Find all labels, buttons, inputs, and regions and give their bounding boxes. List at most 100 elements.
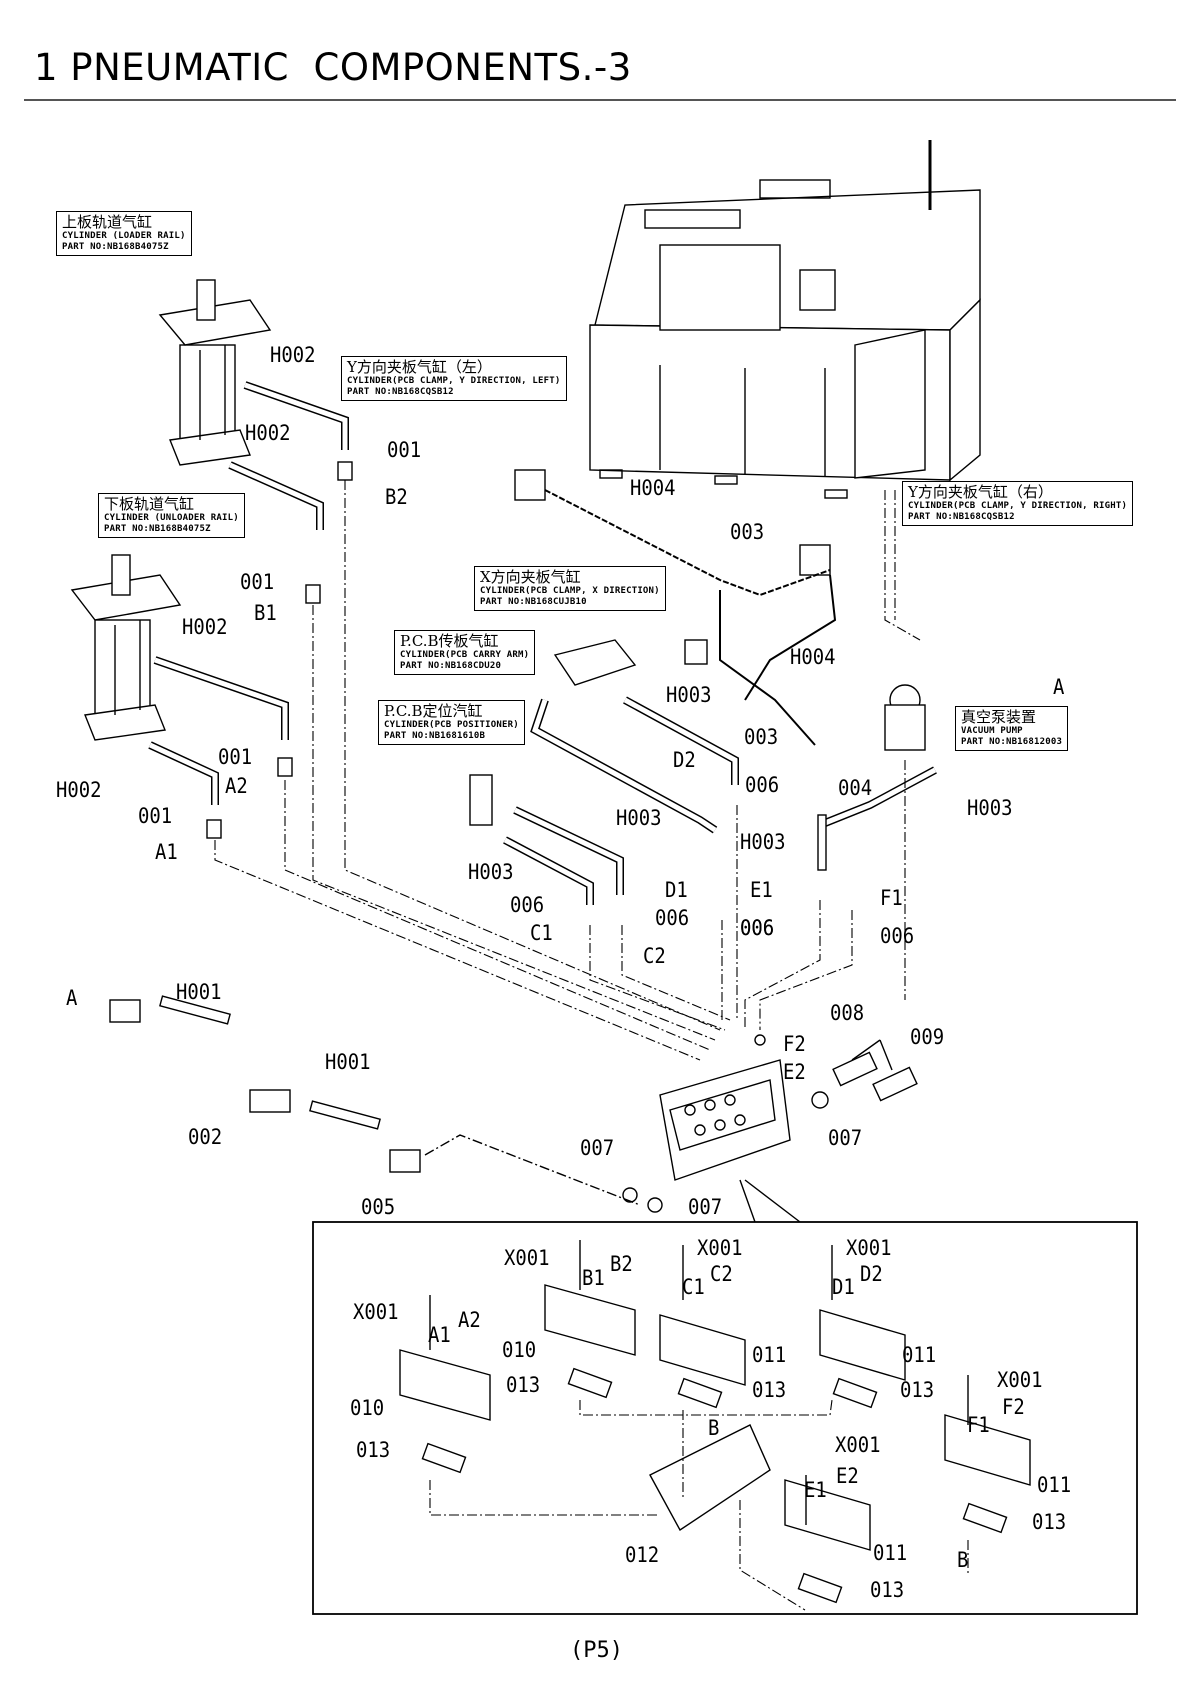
callout-english-name: CYLINDER(PCB POSITIONER) (384, 720, 519, 731)
callout-unloader-rail-cylinder: 下板轨道气缸 CYLINDER (UNLOADER RAIL) PART NO:… (98, 493, 245, 538)
callout-part-number: PART NO:NB168CUJB10 (480, 596, 587, 607)
part-label: B (708, 1416, 720, 1440)
callout-chinese-name: Y方向夹板气缸（左） (347, 358, 492, 376)
part-label: F2 (783, 1032, 806, 1056)
part-label: 006 (745, 773, 780, 797)
part-label: F1 (880, 886, 903, 910)
part-label: A2 (225, 774, 248, 798)
part-label: 005 (361, 1195, 396, 1219)
part-label: 001 (387, 438, 422, 462)
part-label: A (1053, 675, 1065, 699)
part-label: 013 (506, 1373, 541, 1397)
part-label: H004 (790, 645, 836, 669)
part-label: 004 (838, 776, 873, 800)
part-label: A (66, 986, 78, 1010)
part-label: 011 (1037, 1473, 1072, 1497)
callout-vacuum-pump: 真空泵装置 VACUUM PUMP PART NO:NB16812003 (955, 706, 1069, 751)
part-label: C2 (643, 944, 666, 968)
part-label: 006 (880, 924, 915, 948)
callout-part-number: PART NO:NB168CQSB12 (347, 386, 454, 397)
part-label: A1 (155, 840, 178, 864)
callout-chinese-name: 上板轨道气缸 (62, 213, 153, 231)
callout-chinese-name: X方向夹板气缸 (480, 568, 581, 586)
callout-part-number: PART NO:NB16812003 (961, 736, 1063, 747)
part-label: D2 (860, 1262, 883, 1286)
part-label: H003 (468, 860, 514, 884)
part-label: X001 (697, 1236, 743, 1260)
part-label: 003 (730, 520, 765, 544)
loader-rail-cylinder (158, 279, 272, 466)
part-label: 007 (828, 1126, 863, 1150)
part-label: 006 (510, 893, 545, 917)
part-label: D2 (673, 748, 696, 772)
part-label: E1 (750, 878, 773, 902)
callout-loader-rail-cylinder: 上板轨道气缸 CYLINDER (LOADER RAIL) PART NO:NB… (56, 211, 192, 256)
page-number: (P5) (570, 1638, 623, 1663)
machine-drawing (589, 140, 981, 499)
part-label: X001 (504, 1246, 550, 1270)
part-label: H002 (56, 778, 102, 802)
callout-chinese-name: 真空泵装置 (961, 708, 1037, 726)
part-label: 010 (502, 1338, 537, 1362)
part-label: 013 (870, 1578, 905, 1602)
part-label: H003 (616, 806, 662, 830)
part-label: 006 (740, 916, 775, 940)
part-label: D1 (832, 1275, 855, 1299)
part-label: B (957, 1548, 969, 1572)
part-label: X001 (846, 1236, 892, 1260)
part-label: 011 (873, 1541, 908, 1565)
callout-clamp-y-right: Y方向夹板气缸（右） CYLINDER(PCB CLAMP, Y DIRECTI… (902, 481, 1134, 526)
part-label: 012 (625, 1543, 660, 1567)
part-label: E1 (804, 1478, 827, 1502)
callout-english-name: VACUUM PUMP (961, 726, 1023, 737)
part-label: B1 (254, 601, 277, 625)
part-label: 011 (752, 1343, 787, 1367)
part-label: X001 (997, 1368, 1043, 1392)
fittings-001 (206, 461, 353, 839)
callout-english-name: CYLINDER(PCB CLAMP, X DIRECTION) (480, 586, 660, 597)
callout-english-name: CYLINDER (UNLOADER RAIL) (104, 513, 239, 524)
part-label: 003 (744, 725, 779, 749)
part-label: H003 (740, 830, 786, 854)
callout-english-name: CYLINDER(PCB CLAMP, Y DIRECTION, RIGHT) (908, 501, 1128, 512)
part-label: 009 (910, 1025, 945, 1049)
part-label: H003 (666, 683, 712, 707)
callout-part-number: PART NO:NB168B4075Z (104, 523, 211, 534)
supply-line (109, 995, 641, 1206)
part-label: 001 (138, 804, 173, 828)
part-label: A1 (428, 1323, 451, 1347)
part-label: A2 (458, 1308, 481, 1332)
unloader-rail-cylinder (70, 554, 182, 741)
callout-chinese-name: P.C.B定位汽缸 (384, 702, 483, 720)
part-label: 011 (902, 1343, 937, 1367)
part-label: F1 (967, 1413, 990, 1437)
callout-clamp-x: X方向夹板气缸 CYLINDER(PCB CLAMP, X DIRECTION)… (474, 566, 666, 611)
tube-h002 (148, 381, 349, 805)
part-label: B1 (582, 1266, 605, 1290)
title-divider (24, 99, 1176, 101)
callout-chinese-name: 下板轨道气缸 (104, 495, 195, 513)
part-label: 013 (1032, 1510, 1067, 1534)
callout-part-number: PART NO:NB168B4075Z (62, 241, 169, 252)
part-label: X001 (835, 1433, 881, 1457)
page-title: 1 PNEUMATIC COMPONENTS.-3 (34, 46, 632, 89)
callout-english-name: CYLINDER(PCB CARRY ARM) (400, 650, 530, 661)
part-label: C1 (682, 1275, 705, 1299)
part-label: X001 (353, 1300, 399, 1324)
part-label: 001 (240, 570, 275, 594)
part-label: C1 (530, 921, 553, 945)
callout-clamp-y-left: Y方向夹板气缸（左） CYLINDER(PCB CLAMP, Y DIRECTI… (341, 356, 567, 401)
detail-inset-border (312, 1221, 1138, 1615)
callout-carry-arm: P.C.B传板气缸 CYLINDER(PCB CARRY ARM) PART N… (394, 630, 536, 675)
part-label: 010 (350, 1396, 385, 1420)
callout-english-name: CYLINDER(PCB CLAMP, Y DIRECTION, LEFT) (347, 376, 561, 387)
part-label: 013 (356, 1438, 391, 1462)
part-label: 001 (218, 745, 253, 769)
part-label: 007 (688, 1195, 723, 1219)
part-label: 006 (740, 916, 775, 940)
callout-part-number: PART NO:NB1681610B (384, 730, 486, 741)
part-label: F2 (1002, 1395, 1025, 1419)
part-label: H003 (967, 796, 1013, 820)
part-label: 013 (900, 1378, 935, 1402)
callout-english-name: CYLINDER (LOADER RAIL) (62, 231, 186, 242)
